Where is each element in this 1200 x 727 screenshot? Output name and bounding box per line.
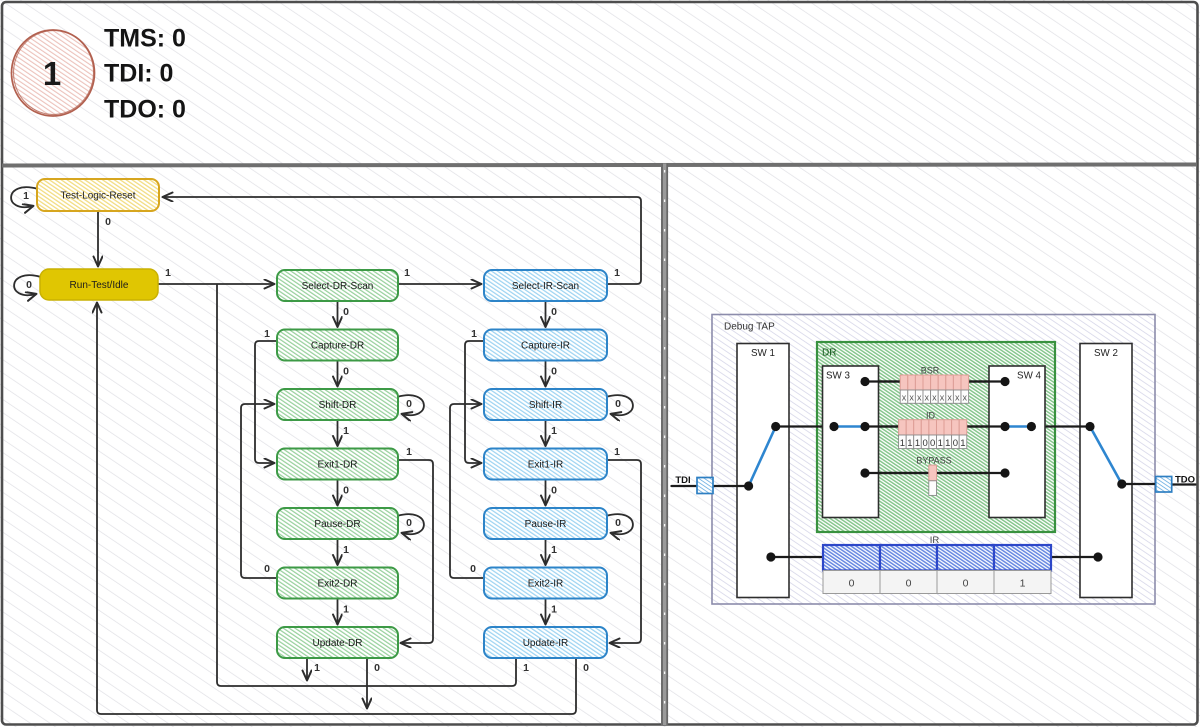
svg-text:Capture-DR: Capture-DR bbox=[311, 341, 364, 352]
svg-text:x: x bbox=[917, 393, 922, 403]
svg-text:TDO: TDO bbox=[1175, 475, 1195, 486]
svg-text:1: 1 bbox=[523, 662, 529, 674]
svg-text:SW 3: SW 3 bbox=[826, 371, 851, 382]
svg-text:1: 1 bbox=[614, 267, 620, 279]
svg-text:1: 1 bbox=[551, 425, 557, 437]
svg-text:0: 0 bbox=[922, 438, 927, 449]
svg-text:Pause-DR: Pause-DR bbox=[314, 519, 360, 530]
svg-text:Exit2-IR: Exit2-IR bbox=[528, 579, 564, 590]
svg-text:1: 1 bbox=[1020, 578, 1026, 590]
svg-text:Exit2-DR: Exit2-DR bbox=[317, 579, 357, 590]
svg-text:0: 0 bbox=[906, 578, 912, 590]
svg-text:0: 0 bbox=[551, 306, 557, 318]
svg-text:x: x bbox=[932, 393, 937, 403]
svg-text:Select-DR-Scan: Select-DR-Scan bbox=[302, 281, 374, 292]
svg-text:TDI: 0: TDI: 0 bbox=[104, 60, 173, 88]
svg-text:0: 0 bbox=[551, 366, 557, 378]
svg-text:1: 1 bbox=[614, 446, 620, 458]
svg-text:0: 0 bbox=[26, 279, 32, 291]
svg-text:BSR: BSR bbox=[921, 366, 940, 376]
svg-text:1: 1 bbox=[551, 544, 557, 556]
svg-text:1: 1 bbox=[938, 438, 943, 449]
svg-text:0: 0 bbox=[615, 398, 621, 410]
svg-text:Capture-IR: Capture-IR bbox=[521, 341, 570, 352]
svg-text:Update-IR: Update-IR bbox=[523, 638, 569, 649]
svg-text:SW 4: SW 4 bbox=[1017, 371, 1042, 382]
svg-text:0: 0 bbox=[343, 306, 349, 318]
svg-text:1: 1 bbox=[404, 267, 410, 279]
svg-text:TDI: TDI bbox=[675, 475, 690, 486]
svg-text:x: x bbox=[902, 393, 907, 403]
svg-text:1: 1 bbox=[900, 438, 905, 449]
svg-text:BYPASS: BYPASS bbox=[916, 456, 951, 466]
svg-text:Shift-DR: Shift-DR bbox=[319, 400, 357, 411]
svg-text:1: 1 bbox=[960, 438, 965, 449]
svg-text:0: 0 bbox=[343, 366, 349, 378]
svg-text:0: 0 bbox=[374, 662, 380, 674]
svg-text:1: 1 bbox=[907, 438, 912, 449]
svg-text:0: 0 bbox=[264, 563, 270, 575]
svg-text:Select-IR-Scan: Select-IR-Scan bbox=[512, 281, 579, 292]
svg-text:0: 0 bbox=[470, 563, 476, 575]
svg-text:1: 1 bbox=[945, 438, 950, 449]
svg-text:TMS: 0: TMS: 0 bbox=[104, 25, 186, 53]
svg-text:1: 1 bbox=[471, 328, 477, 340]
svg-text:1: 1 bbox=[915, 438, 920, 449]
svg-text:1: 1 bbox=[551, 604, 557, 616]
svg-text:x: x bbox=[925, 393, 930, 403]
svg-text:Shift-IR: Shift-IR bbox=[529, 400, 562, 411]
svg-text:TDO: 0: TDO: 0 bbox=[104, 96, 186, 124]
svg-text:Pause-IR: Pause-IR bbox=[525, 519, 567, 530]
svg-text:0: 0 bbox=[963, 578, 969, 590]
svg-text:x: x bbox=[909, 393, 914, 403]
svg-text:1: 1 bbox=[23, 190, 29, 202]
svg-text:1: 1 bbox=[314, 662, 320, 674]
svg-text:DR: DR bbox=[822, 348, 836, 359]
svg-text:1: 1 bbox=[406, 446, 412, 458]
svg-text:1: 1 bbox=[343, 544, 349, 556]
svg-text:0: 0 bbox=[849, 578, 855, 590]
svg-text:Update-DR: Update-DR bbox=[312, 638, 362, 649]
svg-text:SW 2: SW 2 bbox=[1094, 348, 1118, 359]
svg-text:0: 0 bbox=[615, 517, 621, 529]
svg-text:ID: ID bbox=[926, 411, 936, 421]
svg-text:1: 1 bbox=[43, 55, 61, 92]
svg-text:SW 1: SW 1 bbox=[751, 348, 775, 359]
svg-text:IR: IR bbox=[930, 535, 940, 546]
svg-text:Test-Logic-Reset: Test-Logic-Reset bbox=[60, 191, 135, 202]
svg-text:1: 1 bbox=[343, 425, 349, 437]
svg-text:Run-Test/Idle: Run-Test/Idle bbox=[70, 280, 129, 291]
svg-text:Debug TAP: Debug TAP bbox=[724, 322, 775, 333]
svg-text:0: 0 bbox=[583, 662, 589, 674]
svg-text:0: 0 bbox=[105, 216, 111, 228]
svg-text:0: 0 bbox=[406, 398, 412, 410]
svg-text:x: x bbox=[947, 393, 952, 403]
svg-text:1: 1 bbox=[264, 328, 270, 340]
svg-text:0: 0 bbox=[551, 485, 557, 497]
svg-text:x: x bbox=[963, 393, 968, 403]
svg-text:Exit1-DR: Exit1-DR bbox=[317, 460, 357, 471]
svg-text:0: 0 bbox=[406, 517, 412, 529]
svg-text:0: 0 bbox=[953, 438, 958, 449]
svg-text:0: 0 bbox=[930, 438, 935, 449]
svg-text:Exit1-IR: Exit1-IR bbox=[528, 460, 564, 471]
svg-text:1: 1 bbox=[165, 267, 171, 279]
svg-text:0: 0 bbox=[343, 485, 349, 497]
svg-text:1: 1 bbox=[343, 604, 349, 616]
svg-text:x: x bbox=[940, 393, 945, 403]
svg-text:x: x bbox=[955, 393, 960, 403]
